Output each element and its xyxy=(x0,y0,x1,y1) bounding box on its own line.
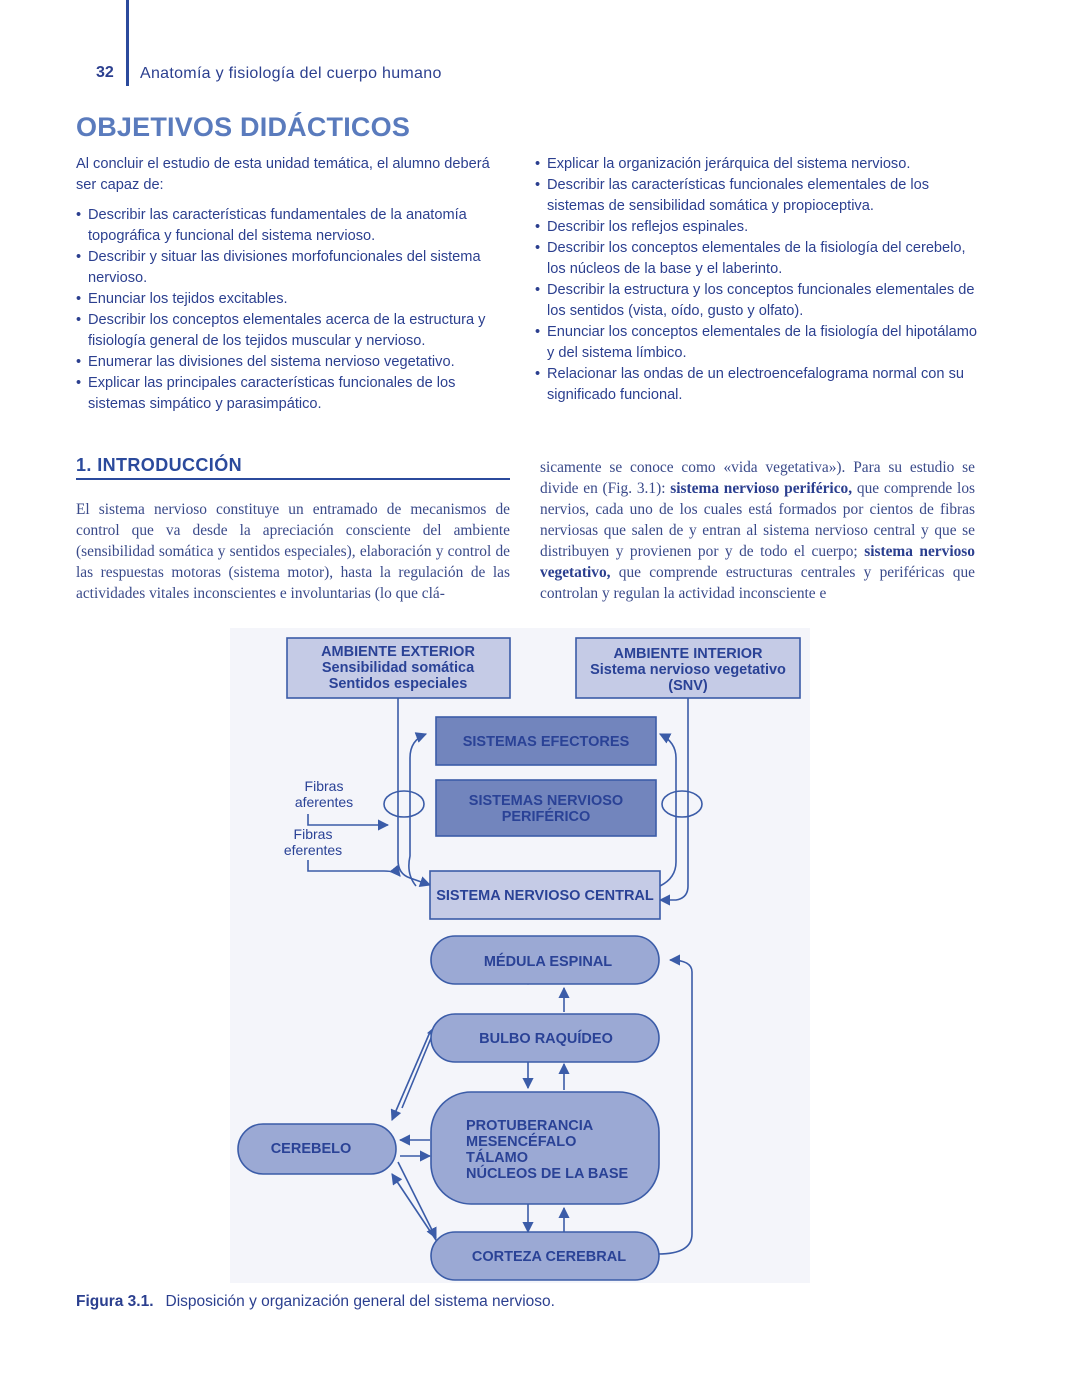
fibras-aferentes-label: Fibras xyxy=(305,778,344,794)
objective-item: Describir y situar las divisiones morfof… xyxy=(76,247,510,289)
connector-line xyxy=(307,860,401,877)
protuberancia-label: PROTUBERANCIA xyxy=(466,1118,594,1134)
fiber-crossing-ellipse xyxy=(383,790,425,818)
objective-item: Describir la estructura y los conceptos … xyxy=(535,280,977,322)
objectives-right-list: Explicar la organización jerárquica del … xyxy=(535,154,977,406)
connector-line xyxy=(397,698,432,887)
fibras-eferentes-label: Fibras xyxy=(294,826,333,842)
sistema-central-label: SISTEMA NERVIOSO CENTRAL xyxy=(436,888,654,904)
medula-box xyxy=(430,935,660,985)
objective-item: Explicar la organización jerárquica del … xyxy=(535,154,977,175)
connector-line xyxy=(658,733,677,887)
corteza-label: CORTEZA CEREBRAL xyxy=(472,1249,626,1265)
objectives-left-column: Al concluir el estudio de esta unidad te… xyxy=(76,154,510,415)
introduction-paragraph-right: sicamente se conoce como «vida vegetativ… xyxy=(540,457,975,604)
fibras-aferentes-label: aferentes xyxy=(295,794,353,810)
ambiente-interior-box xyxy=(575,637,801,699)
objective-item: Enumerar las divisiones del sistema nerv… xyxy=(76,352,510,373)
bulbo-box xyxy=(430,1013,660,1063)
fibras-eferentes-label: eferentes xyxy=(284,842,342,858)
ambiente-exterior-label: Sentidos especiales xyxy=(329,676,468,692)
objective-item: Describir los reflejos espinales. xyxy=(535,217,977,238)
header-rule xyxy=(126,0,129,86)
ambiente-interior-label: AMBIENTE INTERIOR xyxy=(613,646,763,662)
objectives-intro: Al concluir el estudio de esta unidad te… xyxy=(76,156,490,193)
connector-line xyxy=(397,1161,437,1240)
intro-text-segment: que comprende los nervios, cada uno de l… xyxy=(540,480,976,560)
connector-line xyxy=(307,814,390,831)
medula-label: MÉDULA ESPINAL xyxy=(484,953,612,970)
ambiente-interior-label: Sistema nervioso vegetativo xyxy=(590,662,786,678)
protuberancia-label: MESENCÉFALO xyxy=(466,1133,576,1150)
objective-item: Relacionar las ondas de un electroencefa… xyxy=(535,364,977,406)
objectives-right-column: Explicar la organización jerárquica del … xyxy=(535,154,977,406)
objective-item: Enunciar los tejidos excitables. xyxy=(76,289,510,310)
running-title: Anatomía y fisiología del cuerpo humano xyxy=(140,65,442,82)
objective-item: Describir los conceptos elementales de l… xyxy=(535,238,977,280)
protuberancia-box xyxy=(430,1091,660,1205)
connector-line xyxy=(657,954,693,1255)
intro-bold-term: sistema nervioso periférico, xyxy=(670,480,853,497)
objective-item: Describir las características fundamenta… xyxy=(76,205,510,247)
cerebelo-label: CEREBELO xyxy=(271,1141,352,1157)
sistemas-efectores-box xyxy=(435,716,657,766)
intro-bold-term: sistema nervioso vegetativo, xyxy=(540,543,975,581)
introduction-heading: 1. INTRODUCCIÓN xyxy=(76,455,510,480)
intro-text-segment: que comprende estructuras centrales y pe… xyxy=(540,564,975,602)
connector-line xyxy=(658,698,689,906)
ambiente-exterior-box xyxy=(286,637,511,699)
protuberancia-label: NÚCLEOS DE LA BASE xyxy=(466,1164,629,1182)
objective-item: Describir las características funcionale… xyxy=(535,175,977,217)
sistema-periferico-box xyxy=(435,779,657,837)
objective-item: Explicar las principales características… xyxy=(76,373,510,415)
sistema-periferico-label: SISTEMAS NERVIOSO xyxy=(469,793,623,809)
objectives-left-list: Describir las características fundamenta… xyxy=(76,205,510,415)
ambiente-exterior-label: Sensibilidad somática xyxy=(322,660,475,676)
corteza-box xyxy=(430,1231,660,1281)
objective-item: Enunciar los conceptos elementales de la… xyxy=(535,322,977,364)
intro-text-segment: sicamente se conoce como «vida vegetativ… xyxy=(540,459,975,497)
sistemas-efectores-label: SISTEMAS EFECTORES xyxy=(463,734,630,750)
cerebelo-box xyxy=(237,1123,397,1175)
page-number: 32 xyxy=(96,64,114,81)
protuberancia-label: TÁLAMO xyxy=(466,1149,528,1166)
connector-line xyxy=(390,1031,431,1122)
fiber-crossing-ellipse xyxy=(661,790,703,818)
introduction-paragraph-left: El sistema nervioso constituye un entram… xyxy=(76,501,510,602)
sistema-periferico-label: PERIFÉRICO xyxy=(502,808,591,825)
objective-item: Describir los conceptos elementales acer… xyxy=(76,310,510,352)
figure-caption: Figura 3.1. Disposición y organización ge… xyxy=(76,1293,555,1311)
objectives-heading: OBJETIVOS DIDÁCTICOS xyxy=(76,112,411,142)
nervous-system-diagram: AMBIENTE EXTERIOR Sensibilidad somática … xyxy=(230,628,810,1283)
ambiente-interior-label: (SNV) xyxy=(668,678,708,694)
ambiente-exterior-label: AMBIENTE EXTERIOR xyxy=(321,644,475,660)
figure-caption-text: Disposición y organización general del s… xyxy=(165,1293,555,1310)
figure-label: Figura 3.1. xyxy=(76,1293,154,1310)
connector-line xyxy=(408,732,428,887)
bulbo-label: BULBO RAQUÍDEO xyxy=(479,1030,613,1047)
sistema-central-box xyxy=(429,870,661,920)
